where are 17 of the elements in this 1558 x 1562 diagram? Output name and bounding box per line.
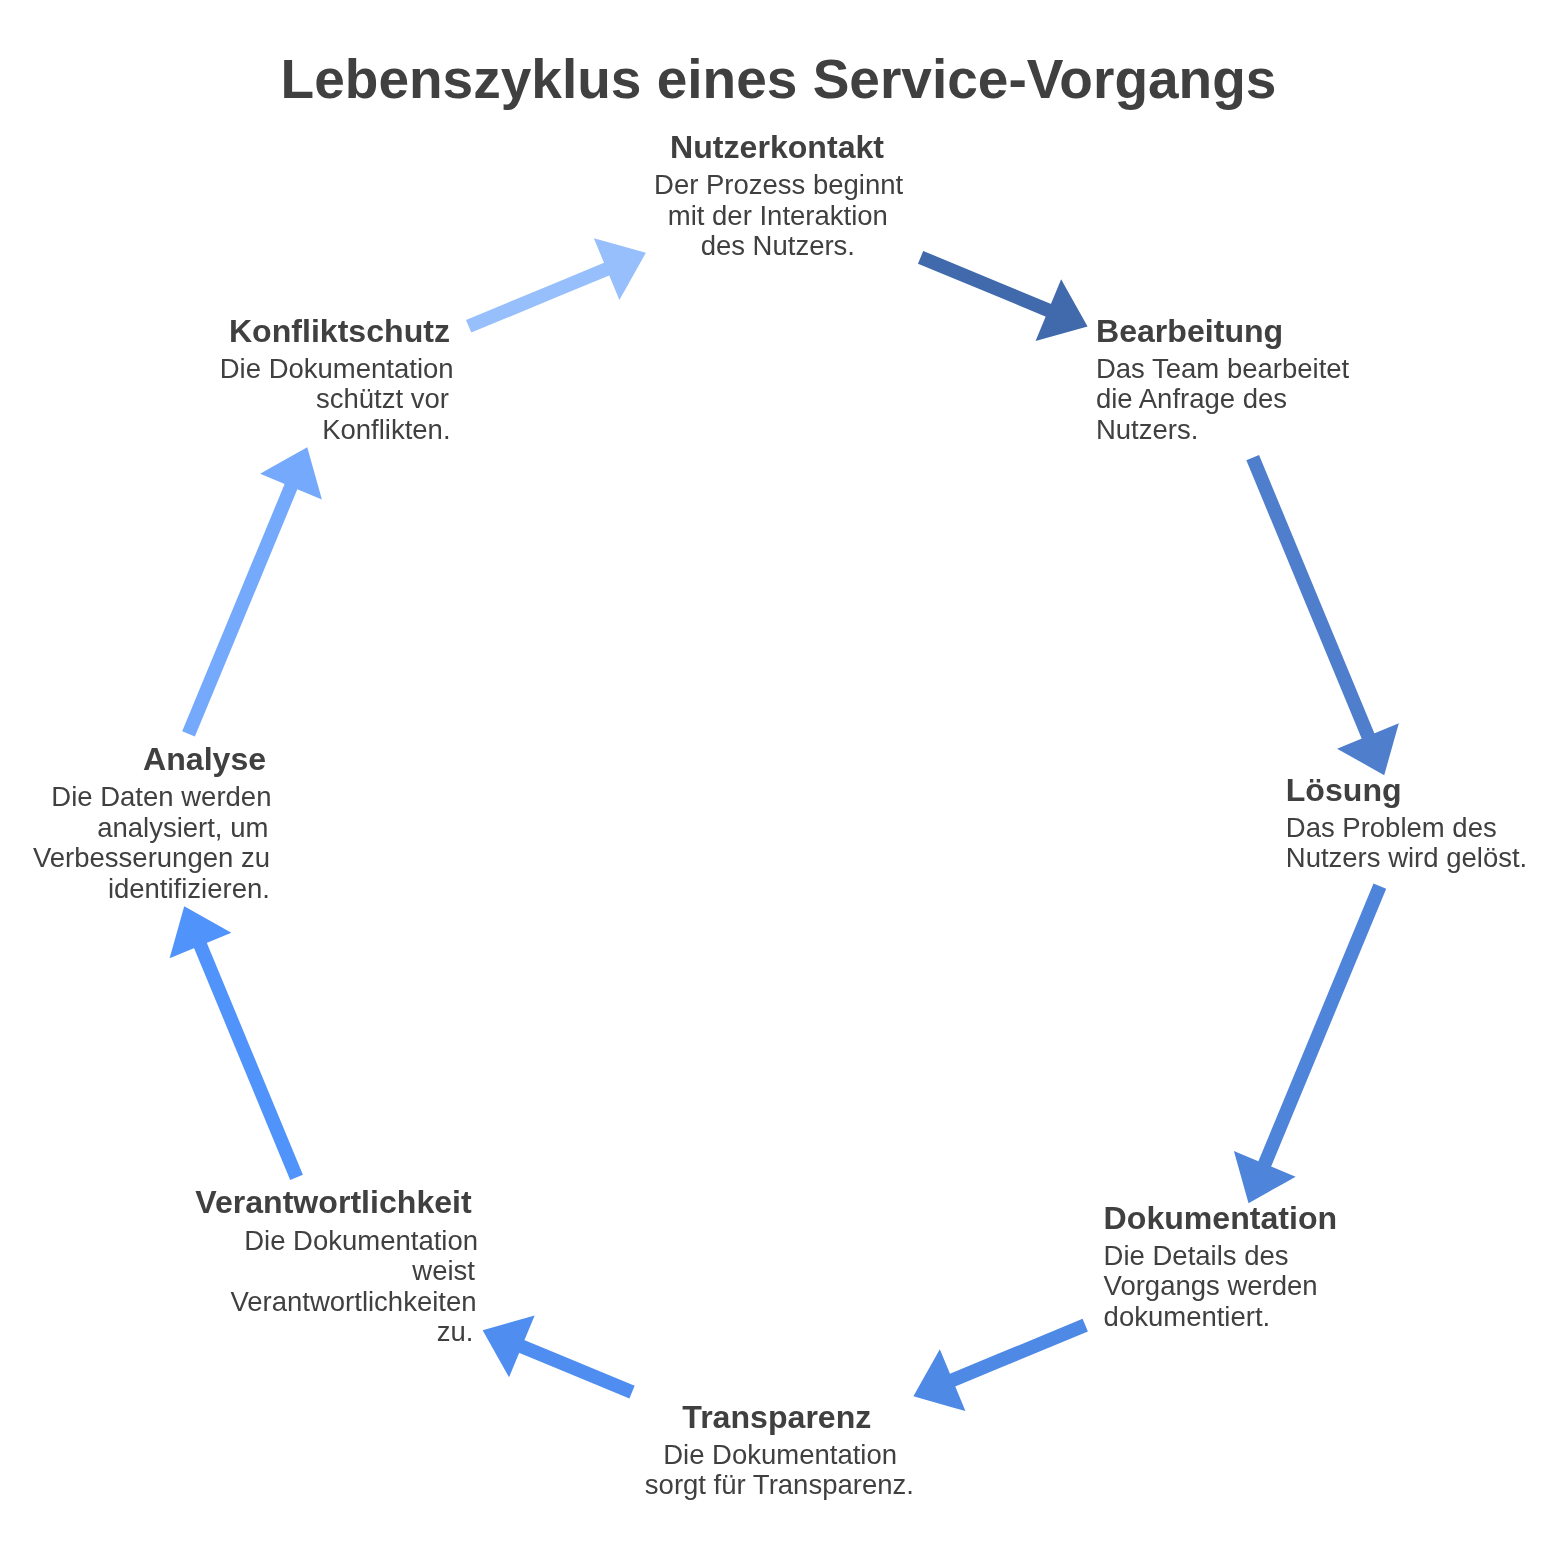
node-text: Lösung Das Problem des Nutzers wird gelöst. <box>1285 771 1528 874</box>
node-text: Transparenz Die Dokumentation sorgt für Transparenz. <box>644 1398 914 1501</box>
node-text: Dokumentation Die Details des Vorgangs werden dokumentiert. <box>1103 1199 1338 1332</box>
arrow <box>1233 883 1387 1204</box>
arrow <box>1246 454 1399 776</box>
node-text: Konfliktschutz Die Dokumentation schützt vor Konflikten. <box>219 312 454 446</box>
node-text: Bearbeitung Das Team bearbeitet die Anfrage des Nutzers. <box>1095 312 1350 446</box>
node-text: Analyse Die Daten werden analysiert, um Verbesserungen zu identifizieren. <box>32 740 272 904</box>
diagram-title: Lebenszyklus eines Service-Vorgangs <box>280 47 1277 110</box>
arrow <box>466 238 646 333</box>
arrow <box>482 1315 635 1399</box>
arrow <box>182 447 322 737</box>
arrow <box>917 250 1088 342</box>
node-text: Nutzerkontakt Der Prozess beginnt mit der Interaktion des Nutzers. <box>654 129 904 262</box>
node-text: Verantwortlichkeit Die Dokumentation weist Verantwortlichkeiten zu. <box>195 1184 479 1348</box>
arrow <box>913 1318 1088 1411</box>
arrow <box>169 906 303 1181</box>
